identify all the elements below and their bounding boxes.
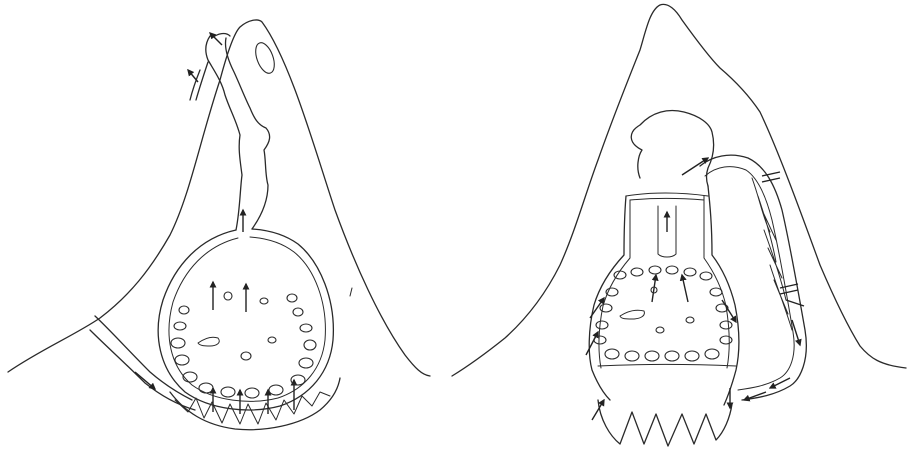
right-vessel-arrow-top [682,158,708,175]
left-panel [8,20,430,430]
left-tip-cell [252,40,278,76]
left-chamber-inner [169,237,325,401]
right-band [626,193,708,200]
right-outer-outline [452,4,906,376]
right-panel [452,4,906,446]
right-flask-left-wall [589,196,626,400]
left-tip-arrow-mid [188,70,198,82]
right-chamber-arrow-1 [652,275,656,302]
right-flask-inner-right [704,196,729,368]
left-basin [170,378,340,430]
right-bottom-teeth [598,400,732,446]
right-vessel-mesh [752,178,792,330]
left-chamber-outer [158,229,333,410]
right-vessel-arrow-bottom-2 [770,378,790,388]
left-inlet-tube-upper [95,316,192,400]
right-vessel-ticks-top [762,172,780,182]
right-chamber-arrow-2 [682,275,688,302]
left-basin-fringe [175,392,330,424]
left-outer-outline [8,20,430,376]
right-cells [594,266,732,361]
right-wall-arrow-left-1 [590,298,604,318]
right-flask-top [631,111,713,186]
right-divider [598,365,736,367]
left-neck-right [225,38,269,229]
left-stray-mark [350,288,352,296]
